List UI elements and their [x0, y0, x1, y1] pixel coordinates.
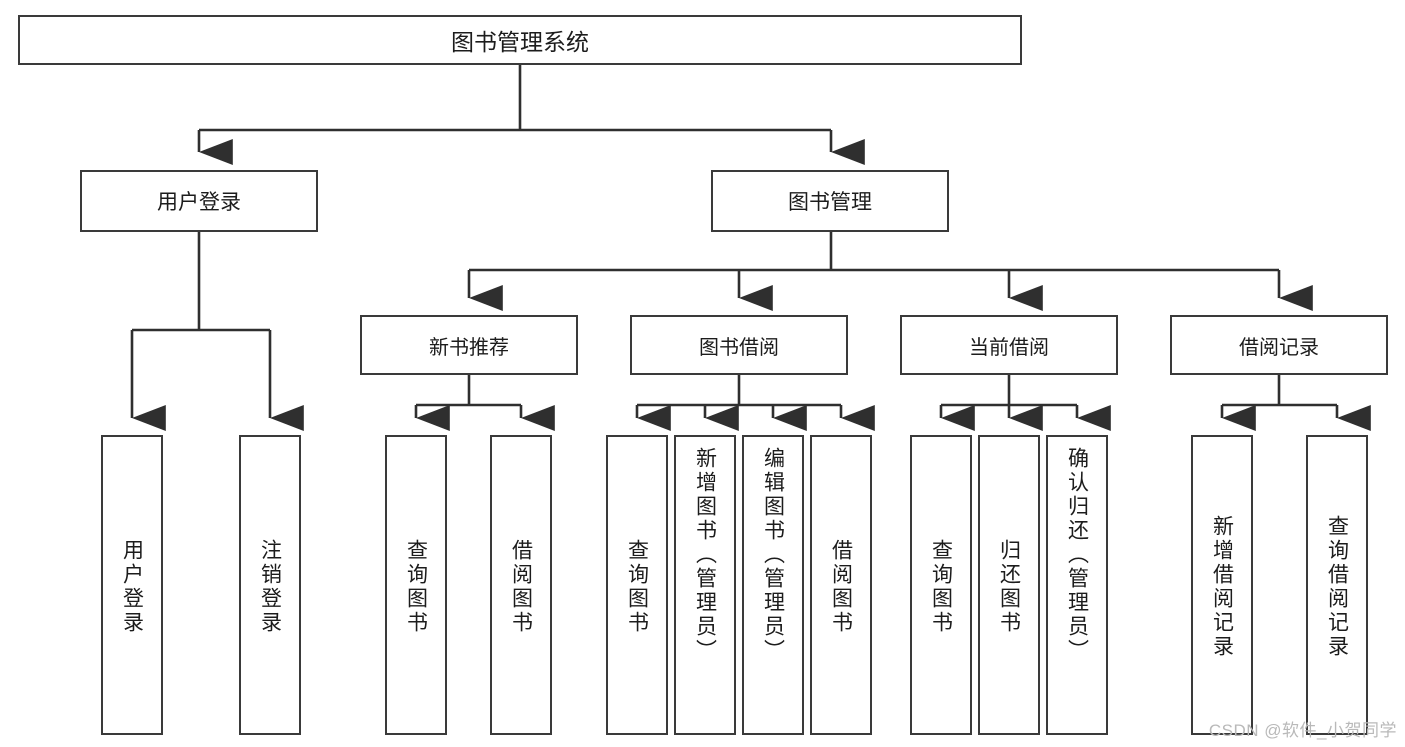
- node-book-borrow[interactable]: 图书借阅: [630, 315, 848, 375]
- node-borrow-record[interactable]: 借阅记录: [1170, 315, 1388, 375]
- node-new-book-recommend[interactable]: 新书推荐: [360, 315, 578, 375]
- leaf-borrow-book-1-label: 借阅图书: [509, 539, 533, 635]
- node-root[interactable]: 图书管理系统: [18, 15, 1022, 65]
- node-new-book-recommend-label: 新书推荐: [429, 336, 509, 359]
- leaf-query-book-1[interactable]: 查询图书: [385, 435, 447, 735]
- node-root-label: 图书管理系统: [451, 29, 589, 55]
- node-current-borrow-label: 当前借阅: [969, 336, 1049, 359]
- leaf-confirm-return-label: 确认归还（管理员）: [1065, 447, 1089, 663]
- leaf-user-logout-label: 注销登录: [258, 539, 282, 635]
- node-current-borrow[interactable]: 当前借阅: [900, 315, 1118, 375]
- leaf-user-logout[interactable]: 注销登录: [239, 435, 301, 735]
- node-user-login[interactable]: 用户登录: [80, 170, 318, 232]
- leaf-edit-book[interactable]: 编辑图书（管理员）: [742, 435, 804, 735]
- leaf-add-book[interactable]: 新增图书（管理员）: [674, 435, 736, 735]
- leaf-return-book-label: 归还图书: [997, 539, 1021, 635]
- node-user-login-label: 用户登录: [157, 191, 241, 214]
- leaf-borrow-book-2[interactable]: 借阅图书: [810, 435, 872, 735]
- leaf-edit-book-label: 编辑图书（管理员）: [761, 447, 785, 663]
- leaf-query-book-3-label: 查询图书: [929, 539, 953, 635]
- node-book-management[interactable]: 图书管理: [711, 170, 949, 232]
- leaf-query-book-1-label: 查询图书: [404, 539, 428, 635]
- leaf-query-book-2-label: 查询图书: [625, 539, 649, 635]
- leaf-add-book-label: 新增图书（管理员）: [693, 447, 717, 663]
- leaf-add-record-label: 新增借阅记录: [1210, 515, 1234, 659]
- watermark-text: CSDN @软件_小贺同学: [1208, 721, 1397, 740]
- leaf-confirm-return[interactable]: 确认归还（管理员）: [1046, 435, 1108, 735]
- leaf-borrow-book-2-label: 借阅图书: [829, 539, 853, 635]
- node-borrow-record-label: 借阅记录: [1239, 336, 1319, 359]
- leaf-add-record[interactable]: 新增借阅记录: [1191, 435, 1253, 735]
- leaf-user-login-label: 用户登录: [120, 539, 144, 635]
- leaf-query-book-3[interactable]: 查询图书: [910, 435, 972, 735]
- leaf-return-book[interactable]: 归还图书: [978, 435, 1040, 735]
- leaf-borrow-book-1[interactable]: 借阅图书: [490, 435, 552, 735]
- leaf-query-record-label: 查询借阅记录: [1325, 515, 1349, 659]
- leaf-query-record[interactable]: 查询借阅记录: [1306, 435, 1368, 735]
- leaf-user-login[interactable]: 用户登录: [101, 435, 163, 735]
- node-book-borrow-label: 图书借阅: [699, 336, 779, 359]
- leaf-query-book-2[interactable]: 查询图书: [606, 435, 668, 735]
- node-book-management-label: 图书管理: [788, 191, 872, 214]
